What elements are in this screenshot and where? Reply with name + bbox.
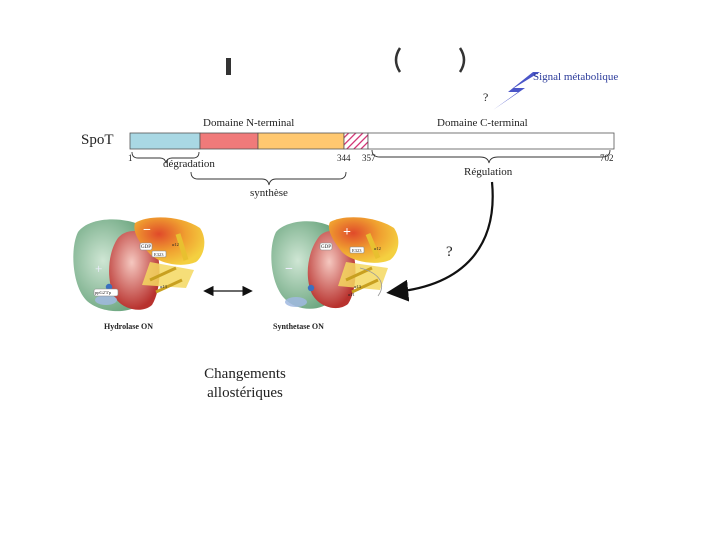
domain-bar bbox=[129, 132, 615, 150]
synthetase-glu-tag: E323 bbox=[352, 248, 362, 253]
position-end: 702 bbox=[600, 153, 614, 163]
synthetase-gdp-tag: GDP bbox=[321, 245, 331, 250]
synthesis-label: synthèse bbox=[250, 187, 288, 199]
n-terminal-label: Domaine N-terminal bbox=[203, 117, 294, 129]
hydrolase-core-segment bbox=[199, 132, 259, 150]
caption-line-2: allostériques bbox=[207, 385, 283, 401]
synthetase-alpha13-tag: α13 bbox=[354, 284, 362, 289]
linker-segment bbox=[343, 132, 369, 150]
regulation-brace bbox=[371, 149, 611, 164]
hydrolase-alpha12-tag: α12 bbox=[172, 242, 179, 247]
synthetase-label: Synthetase ON bbox=[273, 322, 324, 331]
degradation-segment bbox=[129, 132, 201, 150]
cropped-title bbox=[226, 47, 466, 75]
hydrolase-gdp-tag: GDP bbox=[141, 245, 151, 250]
regulation-label: Régulation bbox=[464, 166, 513, 178]
hydrolase-plus-sign: + bbox=[95, 261, 102, 276]
hydrolase-minus-sign: − bbox=[143, 223, 151, 238]
regulation-question-mark: ? bbox=[446, 244, 453, 260]
synthetase-alpha12-tag: α12 bbox=[374, 246, 381, 251]
degradation-brace bbox=[131, 151, 200, 164]
hydrolase-label: Hydrolase ON bbox=[104, 322, 153, 331]
synthetase-structure bbox=[271, 217, 399, 309]
hydrolase-alpha13-tag: α13 bbox=[160, 284, 168, 289]
position-n-end: 344 bbox=[337, 153, 351, 163]
hydrolase-glu-tag: E323 bbox=[154, 252, 164, 257]
synthesis-brace bbox=[190, 171, 347, 186]
position-start: 1 bbox=[128, 153, 133, 163]
synthetase-minus-sign: − bbox=[285, 262, 293, 277]
degradation-label: dégradation bbox=[163, 158, 215, 170]
signal-question-mark: ? bbox=[483, 90, 488, 104]
protein-name: SpoT bbox=[81, 132, 114, 148]
signal-label: Signal métabolique bbox=[533, 71, 618, 83]
regulation-arrow bbox=[386, 181, 494, 302]
caption-line-1: Changements bbox=[204, 366, 286, 382]
hydrolase-ppgpp-tag: ppG2'3'p bbox=[95, 290, 112, 295]
hydrolase-structure bbox=[73, 217, 205, 312]
synthetase-plus-sign: + bbox=[343, 225, 351, 240]
position-c-start: 357 bbox=[362, 153, 376, 163]
synthesis-segment bbox=[257, 132, 345, 150]
c-terminal-label: Domaine C-terminal bbox=[437, 117, 528, 129]
signal-bolt-icon bbox=[493, 72, 540, 110]
synthetase-alpha11-tag: α11 bbox=[348, 292, 355, 297]
c-terminal-segment bbox=[367, 132, 615, 150]
